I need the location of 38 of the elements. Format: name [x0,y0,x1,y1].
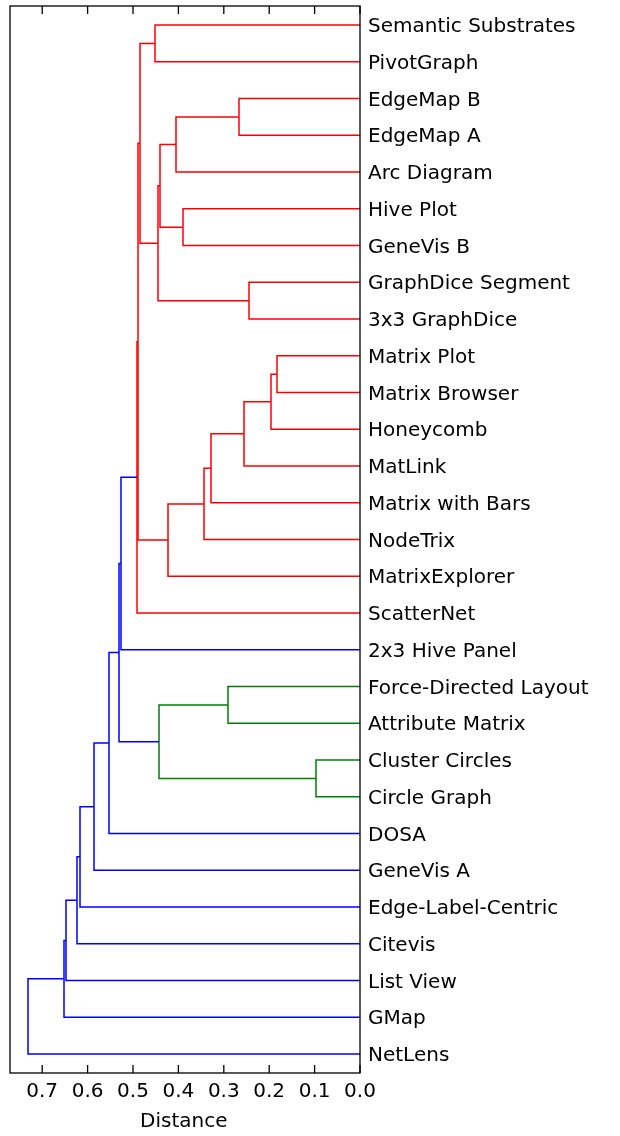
leaf-label: GraphDice Segment [368,270,570,295]
leaf-label: Circle Graph [368,784,492,809]
leaf-label: List View [368,968,457,993]
tick-label: 0.1 [298,1078,331,1102]
tick-label: 0.5 [117,1078,149,1102]
leaf-label: Matrix Plot [368,343,476,368]
leaf-label: NodeTrix [368,527,456,552]
tick-label: 0.7 [26,1078,59,1102]
leaf-label: Hive Plot [368,196,457,221]
leaf-label: Citevis [368,931,436,956]
leaf-label: EdgeMap B [368,86,481,111]
leaf-label: GeneVis B [368,233,471,258]
leaf-label: NetLens [368,1042,450,1066]
leaf-label: Cluster Circles [368,748,512,772]
leaf-label: Matrix Browser [368,380,519,405]
axis-title: Distance [140,1108,228,1132]
leaf-label: MatLink [368,454,447,478]
leaf-label: Edge-Label-Centric [368,895,559,919]
tick-label: 0.4 [162,1078,195,1102]
leaf-label: Attribute Matrix [368,711,526,736]
leaf-label: MatrixExplorer [368,564,515,589]
leaf-label: Force-Directed Layout [368,674,589,699]
leaf-label: PivotGraph [368,49,479,74]
leaf-label: Arc Diagram [368,160,493,184]
leaf-label: ScatterNet [368,601,476,625]
leaf-label: DOSA [368,821,426,846]
leaf-label: 3x3 GraphDice [368,307,518,331]
leaf-label: 2x3 Hive Panel [368,637,517,662]
leaf-label: GMap [368,1005,426,1030]
tick-label: 0.3 [207,1078,240,1102]
tick-label: 0.6 [71,1078,104,1102]
leaf-label: GeneVis A [368,858,471,883]
leaf-label: Matrix with Bars [368,490,531,515]
leaf-label: EdgeMap A [368,123,481,148]
leaf-label: Honeycomb [368,417,488,442]
tick-label: 0.2 [253,1078,286,1102]
leaf-label: Semantic Substrates [368,13,576,37]
tick-label: 0.0 [344,1078,376,1102]
